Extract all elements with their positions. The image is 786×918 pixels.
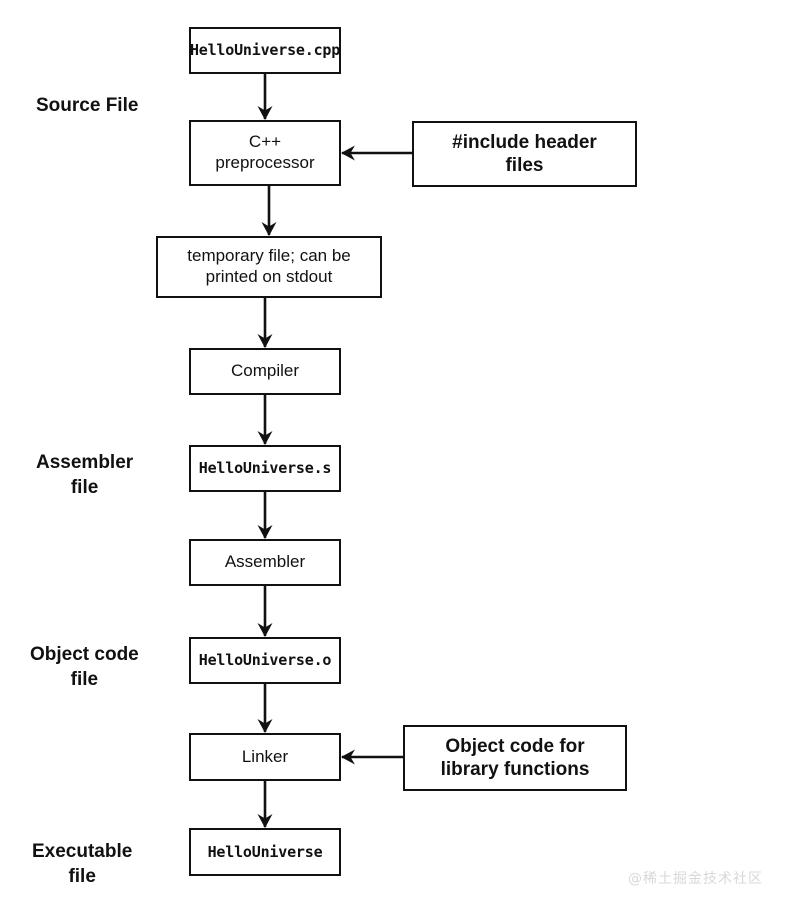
edge-include-to-preprocessor-arrowhead <box>341 145 355 161</box>
node-label-source-cpp: HelloUniverse.cpp <box>189 41 341 60</box>
node-label-assembler-source: HelloUniverse.s <box>198 459 332 478</box>
edge-obj-to-linker-arrowhead <box>257 719 273 733</box>
side-label-object-code-file: Object code file <box>30 644 139 690</box>
edge-library-to-linker-arrowhead <box>341 749 355 765</box>
side-label-executable-file: Executable file <box>32 841 133 887</box>
node-include-headers: #include header files <box>412 121 637 187</box>
node-library-objects: Object code for library functions <box>403 725 627 791</box>
node-label-include-headers: #include header files <box>452 131 597 176</box>
node-preprocessor: C++ preprocessor <box>189 120 341 186</box>
node-label-object-file: HelloUniverse.o <box>198 651 332 670</box>
edge-source-to-preprocessor-arrowhead <box>257 106 273 120</box>
edge-linker-to-executable-arrowhead <box>257 814 273 828</box>
edge-compiler-to-asm-arrowhead <box>257 431 273 445</box>
node-label-compiler: Compiler <box>230 361 300 381</box>
edge-asm-to-assembler-arrowhead <box>257 525 273 539</box>
watermark-text: @稀土掘金技术社区 <box>628 871 763 887</box>
node-label-linker: Linker <box>241 746 289 766</box>
side-label-source-file: Source File <box>36 95 139 116</box>
node-assembler: Assembler <box>189 539 341 586</box>
side-label-assembler-file: Assembler file <box>36 452 134 498</box>
node-temporary-file: temporary file; can be printed on stdout <box>156 236 382 298</box>
node-label-library-objects: Object code for library functions <box>440 735 590 780</box>
node-object-file: HelloUniverse.o <box>189 637 341 684</box>
node-label-assembler: Assembler <box>224 552 306 572</box>
node-label-executable: HelloUniverse <box>207 842 323 861</box>
node-executable: HelloUniverse <box>189 828 341 876</box>
node-assembler-source: HelloUniverse.s <box>189 445 341 492</box>
node-label-preprocessor: C++ preprocessor <box>215 132 315 172</box>
edge-preprocessor-to-temp-arrowhead <box>261 222 277 236</box>
node-source-cpp: HelloUniverse.cpp <box>189 27 341 74</box>
node-linker: Linker <box>189 733 341 781</box>
edge-temp-to-compiler-arrowhead <box>257 334 273 348</box>
node-label-temporary-file: temporary file; can be printed on stdout <box>187 246 351 286</box>
node-compiler: Compiler <box>189 348 341 395</box>
edge-assembler-to-obj-arrowhead <box>257 623 273 637</box>
